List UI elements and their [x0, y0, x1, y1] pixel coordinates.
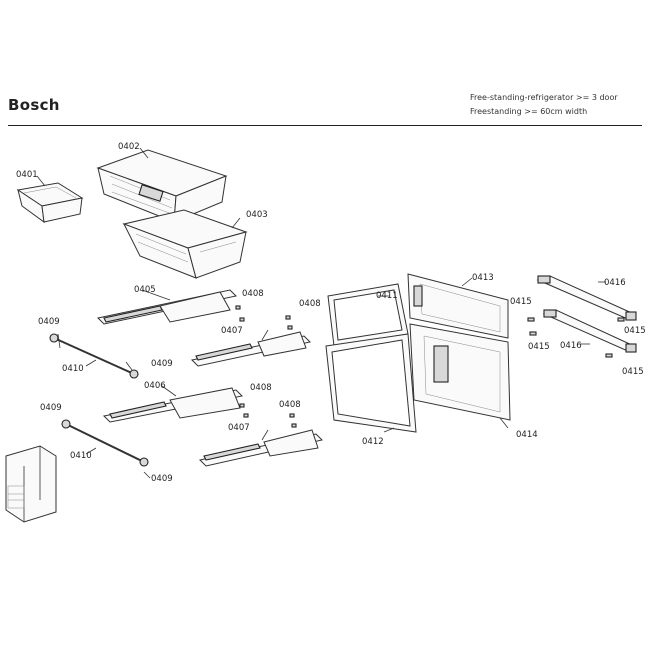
- callout-0402: 0402: [118, 142, 140, 152]
- part-0410-rod-lower: [61, 419, 149, 467]
- callout-0408-c: 0408: [250, 383, 272, 393]
- header-rule: [8, 125, 642, 126]
- part-0415-screws: [527, 317, 625, 358]
- product-category-line1: Free-standing-refrigerator >= 3 door: [470, 93, 618, 102]
- part-0414-door-lower: [409, 323, 511, 421]
- callout-0409-b: 0409: [151, 359, 173, 369]
- part-0402-upper-basket: [96, 147, 228, 223]
- callout-0416-lower: 0416: [560, 341, 582, 351]
- callout-0410-upper: 0410: [62, 364, 84, 374]
- callout-0415-b: 0415: [624, 326, 646, 336]
- callout-0409-c: 0409: [40, 403, 62, 413]
- callout-0413: 0413: [472, 273, 494, 283]
- part-0410-rod-upper: [49, 333, 139, 379]
- part-0407-slide-rail-lower: [199, 429, 323, 467]
- part-0405-slide-rail-upper: [96, 289, 238, 325]
- callout-0408-b: 0408: [299, 299, 321, 309]
- product-category-line2: Freestanding >= 60cm width: [470, 107, 588, 116]
- part-0413-door-upper: [407, 273, 509, 339]
- part-0408-clips-lower: [239, 403, 297, 428]
- callout-0401: 0401: [16, 170, 38, 180]
- callout-0403: 0403: [246, 210, 268, 220]
- callout-0408-d: 0408: [279, 400, 301, 410]
- part-0416-handle-upper: [536, 275, 637, 321]
- callout-0411: 0411: [376, 291, 398, 301]
- callout-0416-upper: 0416: [604, 278, 626, 288]
- part-0411-gasket-upper: [327, 283, 409, 347]
- brand-name: Bosch: [8, 96, 60, 114]
- part-0408-clips-upper: [235, 305, 293, 330]
- locator-thumbnail: [5, 445, 57, 523]
- part-0406-slide-rail-lower: [102, 385, 244, 423]
- callout-0407-lower: 0407: [228, 423, 250, 433]
- callout-0405: 0405: [134, 285, 156, 295]
- callout-0415-d: 0415: [622, 367, 644, 377]
- callout-0406: 0406: [144, 381, 166, 391]
- callout-0412: 0412: [362, 437, 384, 447]
- leader-lines: [57, 277, 606, 479]
- part-0401-small-tray: [16, 175, 84, 224]
- part-0412-gasket-lower: [325, 333, 417, 433]
- callout-0407-upper: 0407: [221, 326, 243, 336]
- callout-0410-lower: 0410: [70, 451, 92, 461]
- callout-0409-a: 0409: [38, 317, 60, 327]
- callout-0408-a: 0408: [242, 289, 264, 299]
- callout-0414: 0414: [516, 430, 538, 440]
- callout-0415-a: 0415: [510, 297, 532, 307]
- part-0403-lower-basket: [122, 209, 248, 279]
- callout-0409-d: 0409: [151, 474, 173, 484]
- part-0407-slide-rail-upper: [190, 329, 312, 367]
- part-0416-handle-lower: [542, 309, 637, 353]
- callout-0415-c: 0415: [528, 342, 550, 352]
